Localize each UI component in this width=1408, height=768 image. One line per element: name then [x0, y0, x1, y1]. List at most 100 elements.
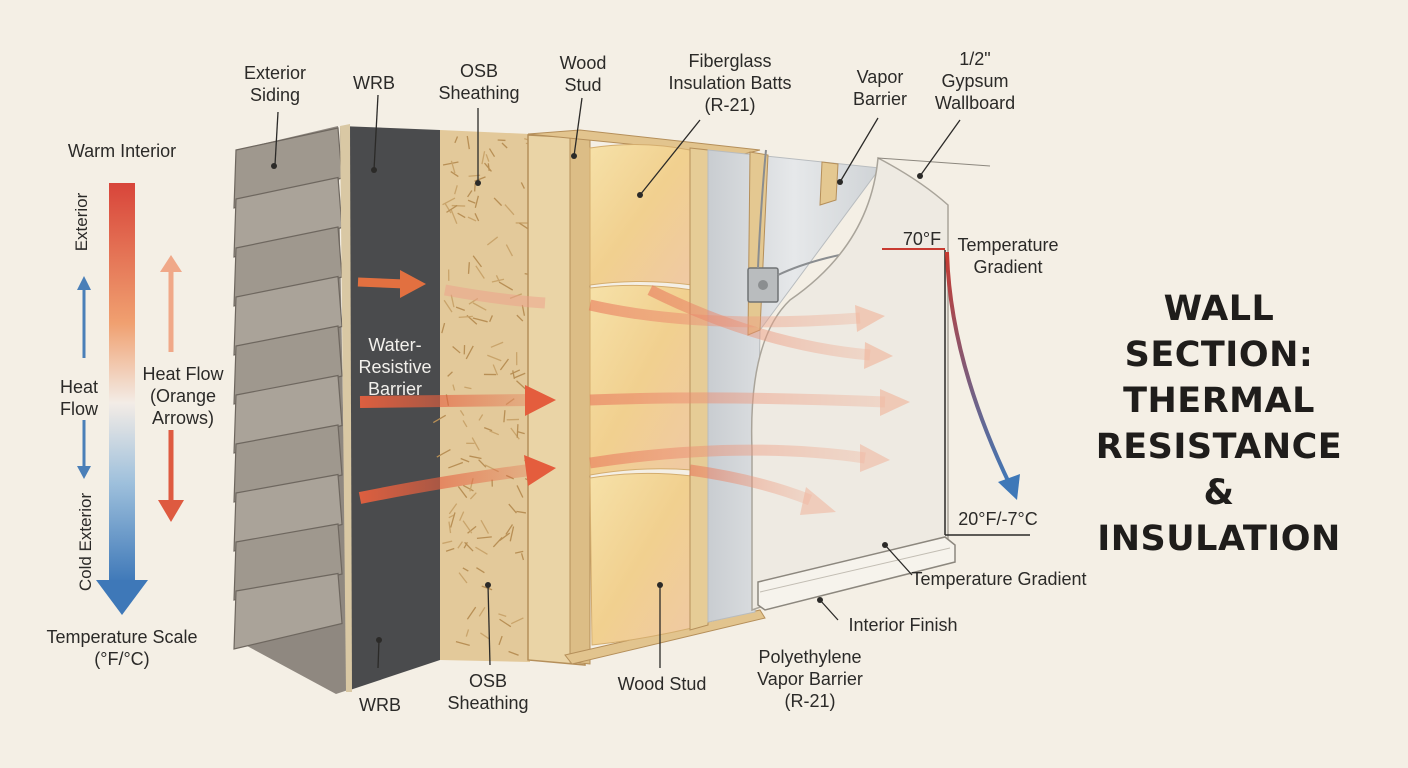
temperature-scale	[77, 183, 184, 615]
osb-fleck	[475, 546, 488, 555]
title-line: THERMAL	[1123, 381, 1315, 421]
osb-fleck	[450, 171, 459, 178]
leader-dot	[882, 542, 888, 548]
osb-fleck	[462, 420, 468, 428]
title-line: INSULATION	[1097, 519, 1341, 559]
fiberglass-label: Fiberglass Insulation Batts (R-21)	[668, 51, 792, 115]
siding-board	[233, 424, 343, 503]
interior-finish-label: Interior Finish	[848, 615, 958, 635]
leader-lines	[274, 94, 961, 669]
osb-fleck	[516, 424, 519, 438]
osb-fleck	[521, 304, 526, 316]
osb-fleck	[516, 510, 527, 514]
osb-fleck	[503, 410, 506, 423]
exterior-vertical-label: Exterior	[72, 192, 91, 252]
osb-fleck	[450, 512, 456, 528]
siding-board	[233, 572, 343, 650]
gypsum-label: 1/2" Gypsum Wallboard	[934, 49, 1016, 113]
title-line: RESISTANCE &	[1095, 427, 1343, 513]
osb-fleck	[455, 641, 470, 646]
osb-fleck	[464, 541, 474, 552]
osb-fleck	[517, 430, 525, 435]
osb-fleck	[444, 203, 452, 214]
osb-fleck	[499, 358, 509, 371]
osb-fleck	[459, 511, 465, 522]
osb-fleck	[491, 278, 505, 283]
leader-dot	[475, 180, 481, 186]
osb-fleck	[432, 414, 447, 424]
osb-fleck	[508, 650, 519, 656]
interior-finish-trim	[757, 536, 956, 611]
osb-fleck	[480, 519, 490, 534]
osb-fleck	[457, 486, 468, 499]
osb-fleck	[445, 547, 455, 552]
leader-dot	[485, 582, 491, 588]
exterior-siding	[233, 126, 348, 694]
osb-fleck	[442, 197, 456, 206]
osb-fleck	[471, 437, 480, 451]
osb-fleck	[486, 236, 499, 246]
osb-fleck	[501, 142, 508, 149]
osb-fleck	[516, 314, 524, 322]
osb-fleck	[451, 204, 466, 207]
osb-fleck	[454, 136, 459, 144]
warm-value-label: 70°F	[902, 229, 942, 249]
temperature-scale-label: Temperature Scale (°F/°C)	[46, 627, 198, 669]
osb-fleck	[446, 204, 458, 213]
osb-fleck	[467, 199, 476, 204]
water-resistive-barrier-label: Water- Resistive Barrier	[358, 335, 432, 399]
osb-fleck	[474, 195, 479, 208]
osb-fleck	[498, 281, 514, 291]
osb-fleck	[459, 410, 465, 416]
osb-fleck	[448, 521, 452, 534]
osb-fleck	[467, 190, 473, 198]
title-line: WALL SECTION:	[1124, 289, 1314, 375]
leader-dot	[657, 582, 663, 588]
osb-fleck	[516, 485, 524, 498]
osb-fleck	[460, 457, 470, 463]
osb-fleck	[463, 541, 468, 549]
osb-fleck	[465, 345, 474, 360]
osb-fleck	[458, 315, 473, 318]
osb-fleck	[505, 244, 514, 257]
osb-fleck	[499, 618, 512, 628]
osb-bottom-label: OSB Sheathing	[447, 671, 529, 713]
osb-fleck	[442, 540, 453, 545]
leader-dot	[917, 173, 923, 179]
heat-flow-orange-label: Heat Flow (Orange Arrows)	[142, 364, 224, 428]
siding-board	[233, 523, 343, 601]
osb-fleck	[514, 372, 526, 379]
osb-fleck	[469, 455, 482, 460]
osb-fleck	[492, 537, 503, 548]
osb-fleck	[504, 204, 515, 216]
osb-fleck	[480, 632, 490, 640]
osb-fleck	[476, 536, 492, 540]
cold-value-label: 20°F/-7°C	[958, 509, 1038, 529]
osb-fleck	[436, 448, 451, 458]
osb-fleck	[474, 182, 476, 192]
osb-fleck	[488, 148, 496, 158]
osb-fleck	[483, 427, 493, 432]
osb-fleck	[452, 384, 456, 391]
osb-fleck	[485, 154, 490, 162]
osb-fleck	[448, 461, 464, 469]
osb-fleck	[457, 541, 463, 549]
heat-flow-arrows	[357, 270, 910, 515]
osb-fleck	[510, 617, 524, 625]
leader-dot	[637, 192, 643, 198]
osb-fleck	[492, 364, 499, 376]
osb-fleck	[454, 185, 458, 195]
temperature-gradient-label: Temperature Gradient	[957, 235, 1059, 277]
osb-fleck	[487, 354, 502, 362]
osb-fleck	[476, 567, 485, 574]
osb-fleck	[472, 255, 482, 268]
warm-interior-label: Warm Interior	[67, 141, 177, 161]
osb-top-label: OSB Sheathing	[438, 61, 520, 103]
diagram-title: WALL SECTION: THERMAL RESISTANCE & INSUL…	[1084, 286, 1354, 562]
exterior-siding-label: Exterior Siding	[243, 63, 306, 105]
osb-fleck	[450, 209, 458, 224]
osb-fleck	[462, 567, 469, 572]
siding-board	[233, 325, 343, 405]
osb-fleck	[484, 162, 492, 172]
leader-dot	[571, 153, 577, 159]
